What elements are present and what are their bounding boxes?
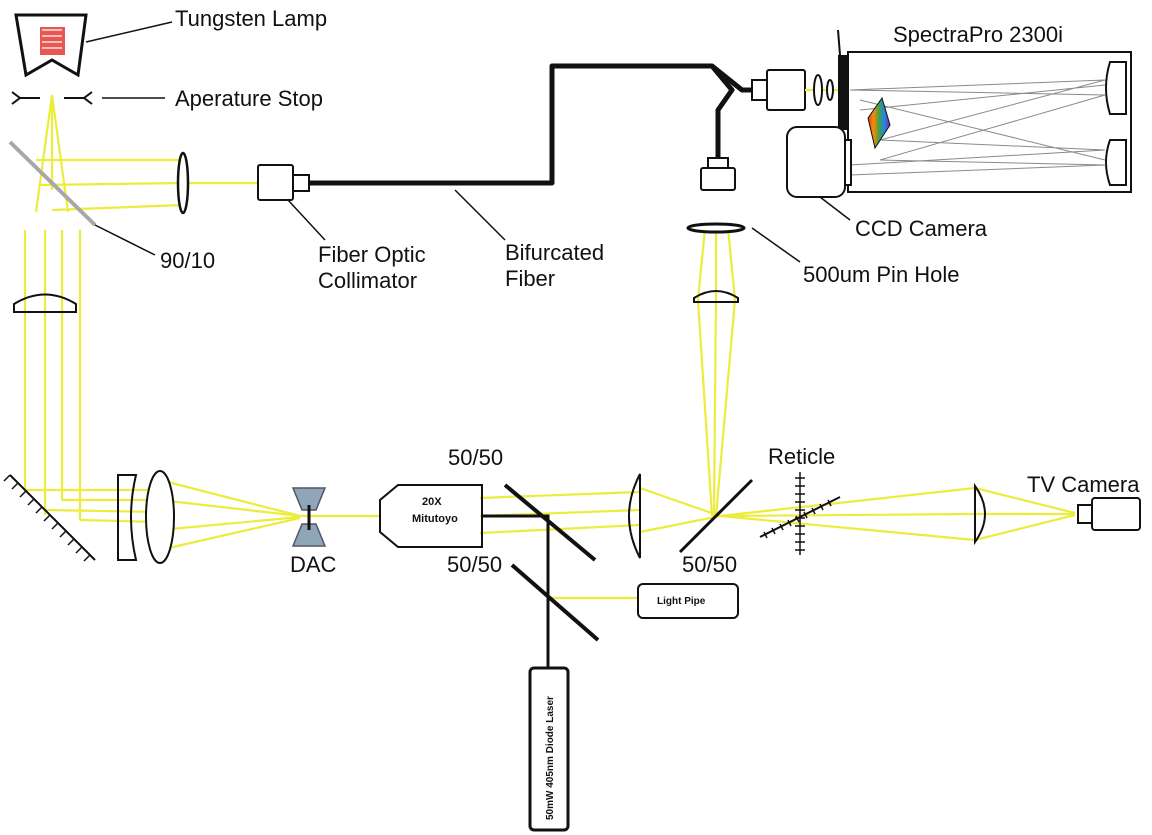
ccd-camera-icon: [786, 126, 846, 198]
laser-injection-line: [482, 514, 550, 668]
diffraction-grating-icon: [867, 96, 891, 150]
tv-camera-icon: [1091, 497, 1141, 531]
objective-magnification: 20X: [422, 496, 442, 508]
tv-camera-lens: [974, 482, 986, 546]
collimator-label-line2: Collimator: [318, 268, 417, 293]
dac-label: DAC: [290, 552, 337, 577]
focusing-lens: [176, 151, 190, 215]
pinhole-label: 500um Pin Hole: [803, 262, 960, 287]
bifurcated-fiber: Bifurcated Fiber: [309, 63, 765, 291]
objective-brand: Mitutoyo: [412, 513, 458, 525]
diamond-anvil-cell: DAC: [290, 487, 337, 577]
collimator-label-line1: Fiber Optic: [318, 242, 426, 267]
beam-mirror-to-dac: [25, 478, 380, 552]
beam-vertical-left: [23, 230, 82, 520]
lamp-housing: [14, 13, 88, 78]
spectrometer-label: SpectraPro 2300i: [893, 22, 1063, 47]
tv-camera-label: TV Camera: [1027, 472, 1140, 497]
spectrometer-mirror-top: [1105, 61, 1127, 115]
spectrometer-spectrapro: SpectraPro 2300i: [837, 22, 1132, 193]
beam-lamp-down: [34, 94, 70, 213]
bifurcated-label-line1: Bifurcated: [505, 240, 604, 265]
light-beams: [23, 94, 1076, 600]
beamsplitter-reticle: [678, 478, 754, 554]
divergent-lens: [117, 474, 138, 561]
beamsplitter-bottom: [510, 563, 600, 642]
spectrometer-input-collimator: [751, 69, 845, 111]
spectrometer-mirror-bottom: [1105, 139, 1127, 186]
reticle-label: Reticle: [768, 444, 835, 469]
reticle: Reticle: [759, 444, 841, 555]
tungsten-lamp: Tungsten Lamp: [14, 6, 327, 78]
light-pipe-label: Light Pipe: [657, 596, 706, 607]
aperture-stop-label: Aperature Stop: [175, 86, 323, 111]
aperture-stop: Aperature Stop: [11, 86, 323, 111]
steering-mirror: [3, 474, 96, 562]
splitter-right-label: 50/50: [682, 552, 737, 577]
focusing-lens-dac: [145, 470, 175, 564]
ccd-camera-label: CCD Camera: [855, 216, 988, 241]
beamsplitter-top: [503, 483, 597, 562]
tungsten-lamp-icon: [40, 27, 65, 55]
spectrometer-ray-paths: [849, 79, 1106, 176]
entrance-slit: [838, 55, 848, 130]
laser-label: 50mW 405nm Diode Laser: [545, 696, 556, 820]
pinhole: 500um Pin Hole: [686, 222, 960, 287]
pinhole-fiber-collimator: [700, 157, 736, 191]
beamsplitter-90-10: 90/10: [8, 140, 215, 273]
filament-coils: [42, 29, 62, 49]
splitter-bottom-label: 50/50: [447, 552, 502, 577]
condenser-lens: [13, 293, 77, 313]
tungsten-lamp-label: Tungsten Lamp: [175, 6, 327, 31]
beam-to-collimator: [36, 158, 260, 212]
objective-mitutoyo: 20X Mitutoyo: [379, 484, 483, 548]
splitter-top-label: 50/50: [448, 445, 503, 470]
diode-laser: 50mW 405nm Diode Laser: [528, 666, 570, 832]
tube-lens: [628, 473, 641, 559]
relay-lens-upper: [693, 290, 739, 303]
fiber-optic-collimator: Fiber Optic Collimator: [257, 164, 426, 293]
bifurcated-label-line2: Fiber: [505, 266, 555, 291]
beamsplitter-90-10-label: 90/10: [160, 248, 215, 273]
light-pipe: Light Pipe: [637, 583, 739, 619]
ccd-camera: CCD Camera: [786, 126, 988, 241]
beam-up-to-pinhole: [696, 227, 737, 517]
tv-camera: TV Camera: [1027, 472, 1141, 531]
